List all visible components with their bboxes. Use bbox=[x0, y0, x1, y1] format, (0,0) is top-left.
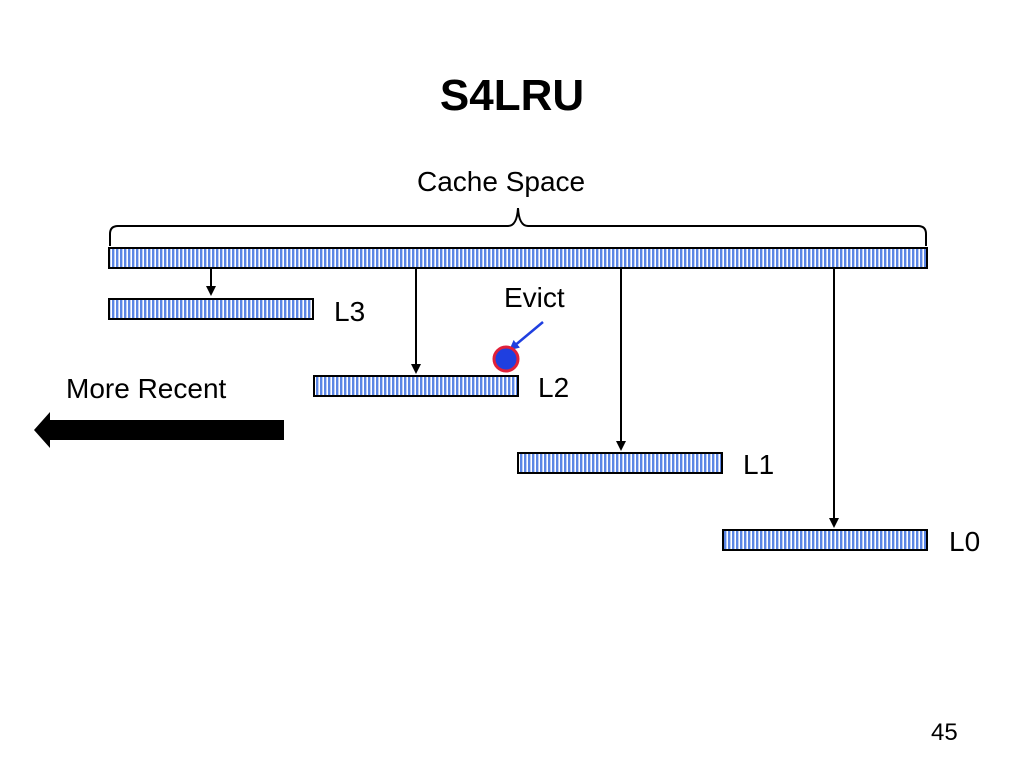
cache-space-label: Cache Space bbox=[417, 166, 586, 197]
cache-space-brace bbox=[109, 207, 927, 246]
slide-title: S4LRU bbox=[439, 71, 585, 120]
evict-label: Evict bbox=[504, 282, 565, 313]
level-bar-l3 bbox=[108, 298, 314, 320]
level-bar-l1 bbox=[517, 452, 723, 474]
level-label-l3: L3 bbox=[334, 296, 366, 327]
more-recent-label: More Recent bbox=[66, 373, 227, 404]
page-number: 45 bbox=[931, 719, 958, 746]
level-bar-l0 bbox=[722, 529, 928, 551]
evict-dot bbox=[492, 345, 520, 373]
level-label-l0: L0 bbox=[949, 526, 981, 557]
more-recent-arrow bbox=[34, 412, 284, 448]
cache-space-bar bbox=[108, 247, 928, 269]
level-label-l2: L2 bbox=[538, 372, 570, 403]
evict-arrow bbox=[509, 321, 544, 351]
level-bar-l2 bbox=[313, 375, 519, 397]
level-label-l1: L1 bbox=[743, 449, 775, 480]
